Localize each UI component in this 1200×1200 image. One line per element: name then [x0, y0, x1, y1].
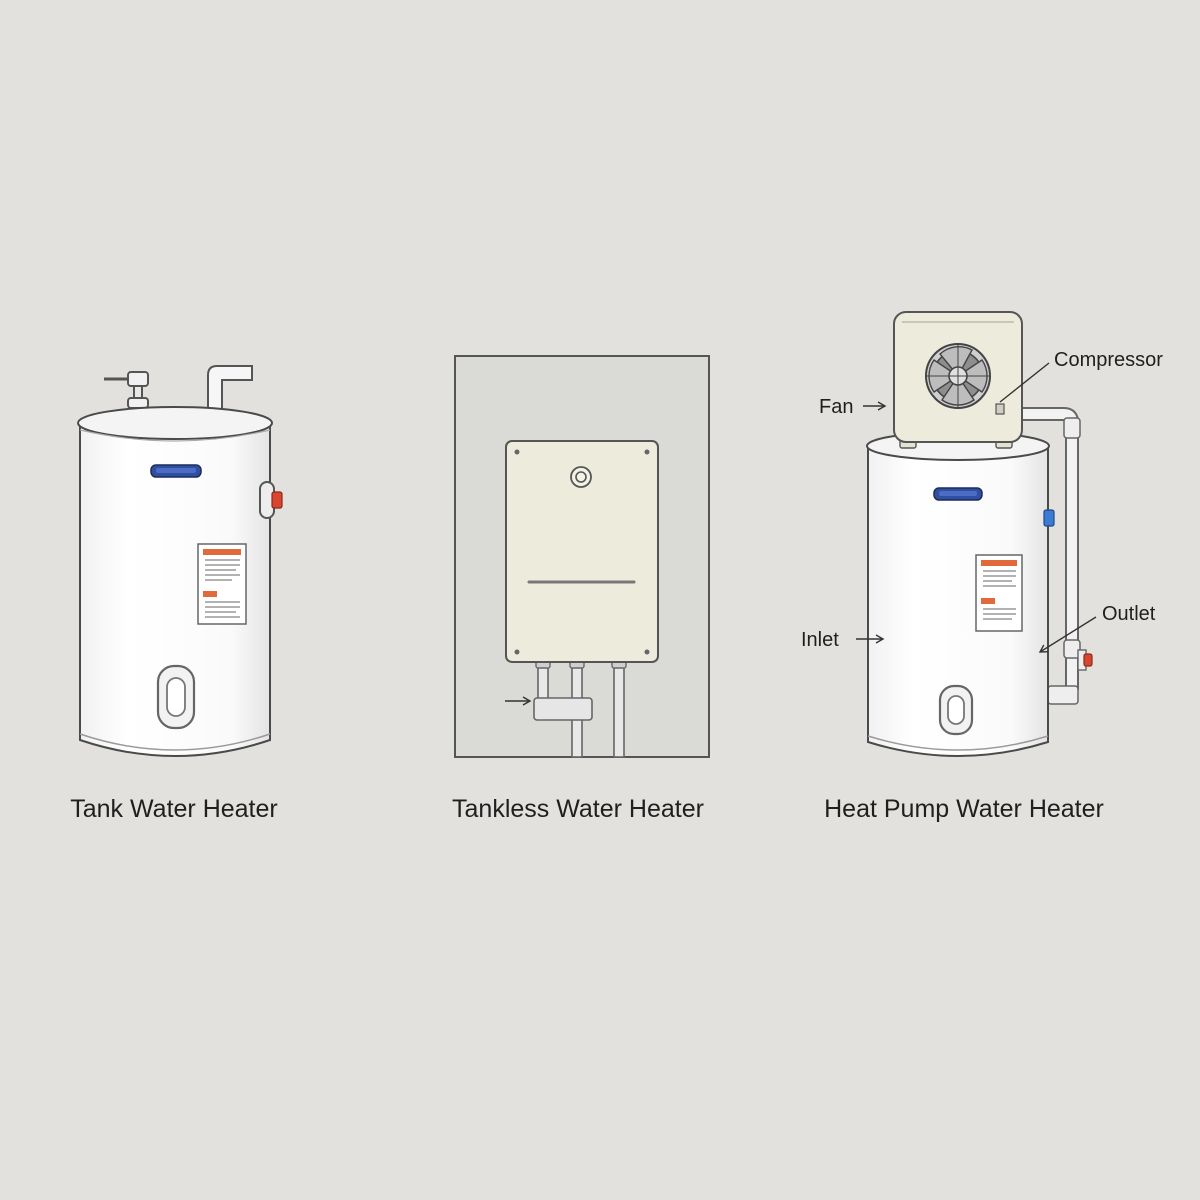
tankless-water-heater: [454, 355, 710, 758]
tankless-dial: [570, 466, 592, 488]
tankless-unit: [505, 440, 659, 663]
heat-pump-warning-label: [975, 554, 1023, 632]
tank-caption: Tank Water Heater: [70, 795, 277, 823]
compressor-leader-line: [999, 362, 1050, 403]
outlet-callout-label: Outlet: [1102, 603, 1156, 625]
inlet-callout-label: Inlet: [801, 629, 839, 651]
tank-thermostat: [259, 481, 283, 519]
heat-pump-side-port: [1043, 509, 1055, 527]
fan-callout-label: Fan: [819, 396, 853, 418]
compressor-callout-label: Compressor: [1054, 349, 1163, 371]
tank-hot-pipe: [207, 365, 253, 416]
tank-top-cap: [77, 406, 273, 440]
heat-pump-water-heater: [856, 311, 1097, 757]
heat-pump-caption: Heat Pump Water Heater: [824, 795, 1104, 823]
tank-body: [79, 424, 271, 757]
tank-water-heater: [77, 365, 283, 757]
arrow-down-left-icon: [1038, 616, 1097, 653]
fan-icon: [925, 343, 991, 409]
heat-pump-side-pipe: [1018, 407, 1093, 705]
heat-pump-tank-body: [867, 447, 1049, 757]
tankless-caption: Tankless Water Heater: [452, 795, 704, 823]
tank-warning-label: [197, 543, 247, 625]
